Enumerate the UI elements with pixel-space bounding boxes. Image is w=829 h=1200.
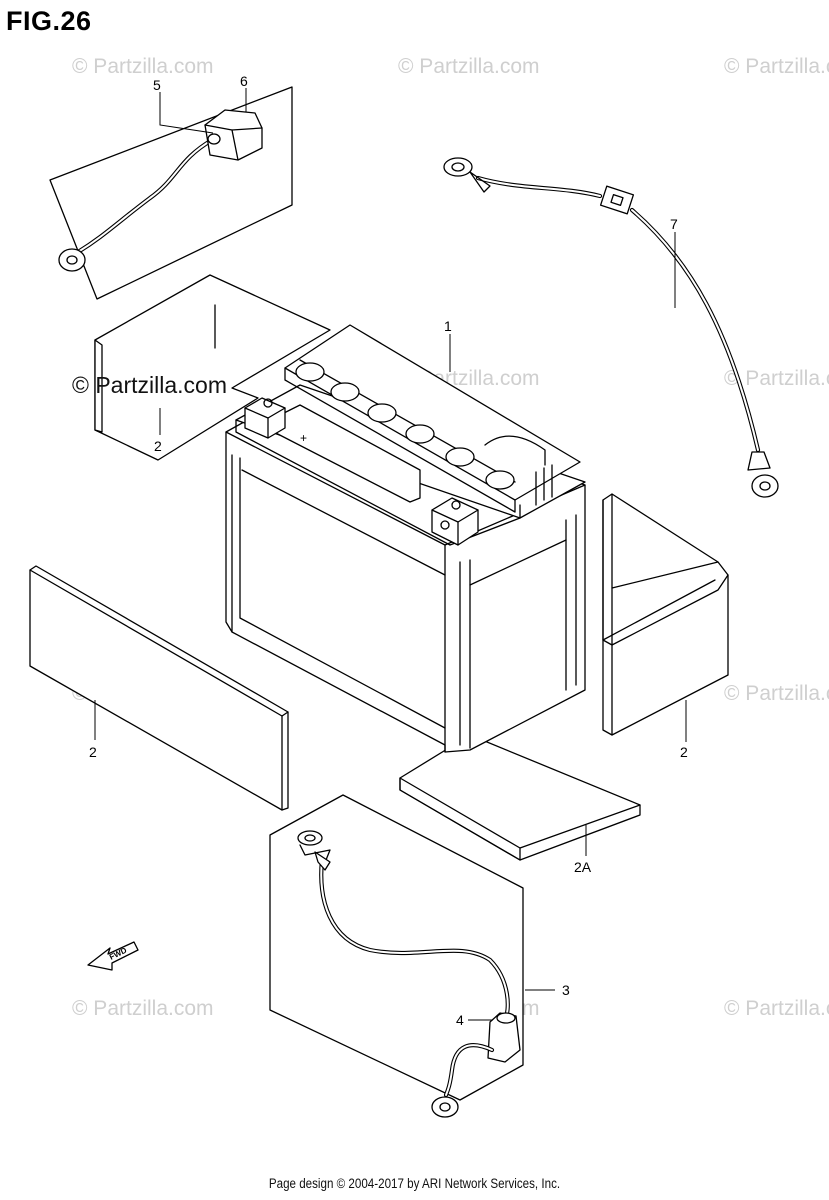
watermark: © Partzilla.com xyxy=(724,55,829,78)
page-footer: Page design © 2004-2017 by ARI Network S… xyxy=(268,1176,561,1191)
callout-6: 6 xyxy=(240,73,248,89)
watermark: © Partzilla.com xyxy=(72,997,214,1020)
part-1-battery: + xyxy=(225,324,586,753)
callouts: 5 6 7 1 2 2 2 2A 3 4 xyxy=(89,73,688,1028)
watermark: © Partzilla.com xyxy=(724,997,829,1020)
part-2a-pad-bottom xyxy=(399,734,641,861)
part-2-pad-top xyxy=(94,274,331,461)
svg-text:+: + xyxy=(300,431,307,445)
watermark: © Partzilla.com xyxy=(398,55,540,78)
callout-3: 3 xyxy=(562,982,570,998)
watermark-dark: © Partzilla.com xyxy=(72,372,227,398)
part-3-cable-panel xyxy=(269,794,524,1118)
fwd-arrow: FWD xyxy=(87,941,139,971)
watermark: © Partzilla.com xyxy=(724,367,829,390)
part-2-pad-left xyxy=(29,565,289,811)
part-7-cable xyxy=(443,157,779,498)
callout-4: 4 xyxy=(456,1012,464,1028)
callout-2-top: 2 xyxy=(154,438,162,454)
part-5-cable-panel xyxy=(49,86,293,300)
leader-lines xyxy=(94,88,687,1021)
callout-5: 5 xyxy=(153,77,161,93)
callout-1: 1 xyxy=(444,318,452,334)
watermark: © Partzilla.com xyxy=(72,55,214,78)
callout-2-left: 2 xyxy=(89,744,97,760)
callout-2-right: 2 xyxy=(680,744,688,760)
part-2-pad-right xyxy=(602,493,729,736)
callout-7: 7 xyxy=(670,216,678,232)
watermark: © Partzilla.com xyxy=(724,682,829,705)
callout-2a: 2A xyxy=(574,859,592,875)
figure-title: FIG.26 xyxy=(6,6,92,36)
